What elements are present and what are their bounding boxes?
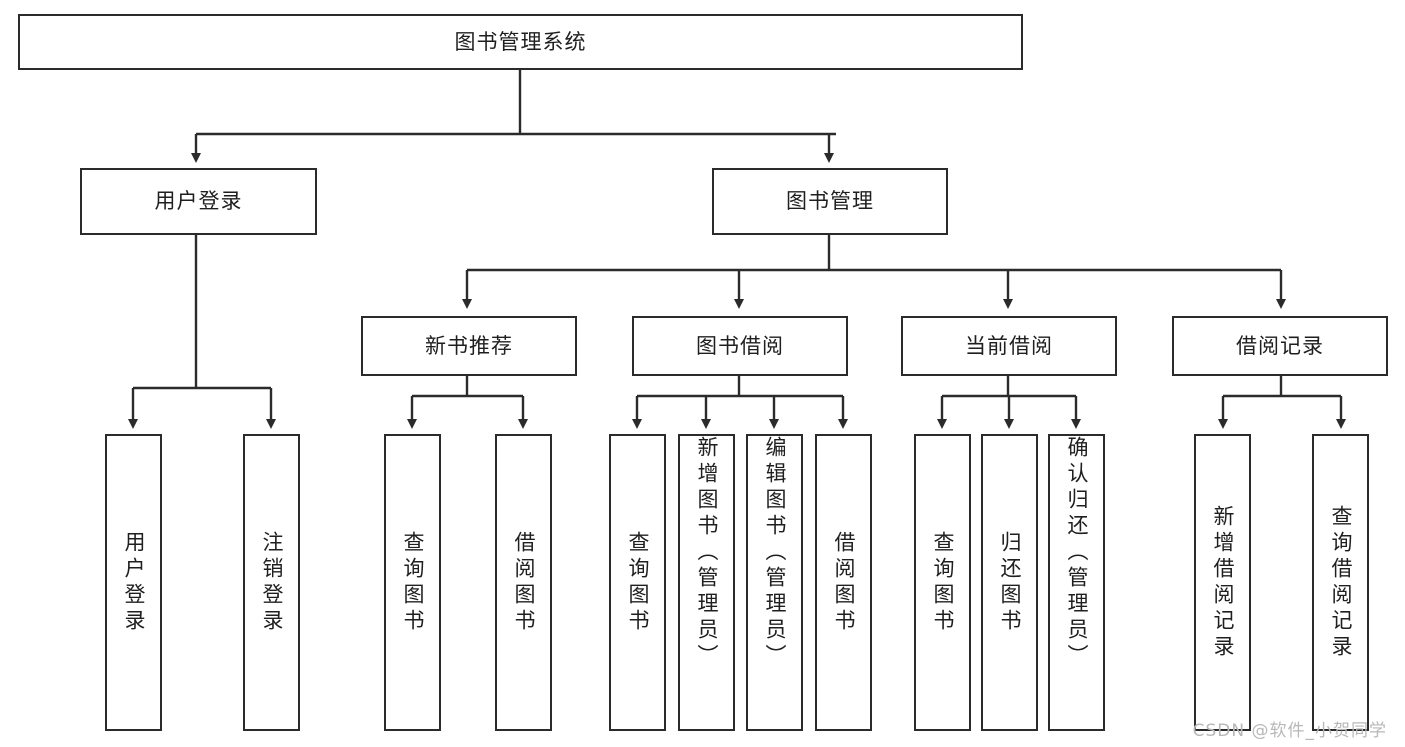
node-current-borrow[interactable]: 当前借阅 xyxy=(901,316,1117,376)
node-leaf-borrow-book-1[interactable]: 借阅图书 xyxy=(495,434,552,731)
node-leaf-user-login[interactable]: 用户登录 xyxy=(105,434,162,731)
node-leaf-query-book-3-label: 查询图书 xyxy=(931,530,955,635)
node-leaf-add-record-label: 新增借阅记录 xyxy=(1211,504,1235,661)
node-leaf-query-book-1-label: 查询图书 xyxy=(401,530,425,635)
node-leaf-logout-login-label: 注销登录 xyxy=(260,530,284,635)
node-leaf-return-book[interactable]: 归还图书 xyxy=(981,434,1038,731)
node-root[interactable]: 图书管理系统 xyxy=(18,14,1023,70)
node-borrow-record[interactable]: 借阅记录 xyxy=(1172,316,1388,376)
node-leaf-query-book-3[interactable]: 查询图书 xyxy=(914,434,971,731)
node-leaf-borrow-book-1-label: 借阅图书 xyxy=(512,530,536,635)
node-leaf-confirm-return[interactable]: 确认归还（管理员） xyxy=(1048,434,1105,731)
node-leaf-query-book-1[interactable]: 查询图书 xyxy=(384,434,441,731)
node-new-book-recommend-label: 新书推荐 xyxy=(425,333,513,358)
node-leaf-confirm-return-label: 确认归还（管理员） xyxy=(1065,436,1089,670)
node-leaf-add-book[interactable]: 新增图书（管理员） xyxy=(678,434,735,731)
node-new-book-recommend[interactable]: 新书推荐 xyxy=(361,316,577,376)
node-leaf-user-login-label: 用户登录 xyxy=(122,530,146,635)
node-book-borrow[interactable]: 图书借阅 xyxy=(632,316,848,376)
node-borrow-record-label: 借阅记录 xyxy=(1236,333,1324,358)
node-leaf-return-book-label: 归还图书 xyxy=(998,530,1022,635)
node-current-borrow-label: 当前借阅 xyxy=(965,333,1053,358)
node-book-manage-label: 图书管理 xyxy=(786,189,874,214)
node-book-borrow-label: 图书借阅 xyxy=(696,333,784,358)
node-leaf-add-record[interactable]: 新增借阅记录 xyxy=(1194,434,1251,731)
node-leaf-add-book-label: 新增图书（管理员） xyxy=(695,436,719,670)
node-book-manage[interactable]: 图书管理 xyxy=(712,168,948,235)
node-leaf-edit-book[interactable]: 编辑图书（管理员） xyxy=(746,434,803,731)
node-leaf-borrow-book-2-label: 借阅图书 xyxy=(832,530,856,635)
node-leaf-logout-login[interactable]: 注销登录 xyxy=(243,434,300,731)
node-root-label: 图书管理系统 xyxy=(454,29,587,54)
node-user-login-label: 用户登录 xyxy=(154,189,243,214)
node-leaf-edit-book-label: 编辑图书（管理员） xyxy=(763,436,787,670)
node-leaf-query-record-label: 查询借阅记录 xyxy=(1329,504,1353,661)
node-user-login[interactable]: 用户登录 xyxy=(80,168,317,235)
csdn-watermark: CSDN @软件_小贺同学 xyxy=(1192,721,1387,741)
node-leaf-borrow-book-2[interactable]: 借阅图书 xyxy=(815,434,872,731)
node-leaf-query-book-2[interactable]: 查询图书 xyxy=(609,434,666,731)
node-leaf-query-record[interactable]: 查询借阅记录 xyxy=(1312,434,1369,731)
node-leaf-query-book-2-label: 查询图书 xyxy=(626,530,650,635)
